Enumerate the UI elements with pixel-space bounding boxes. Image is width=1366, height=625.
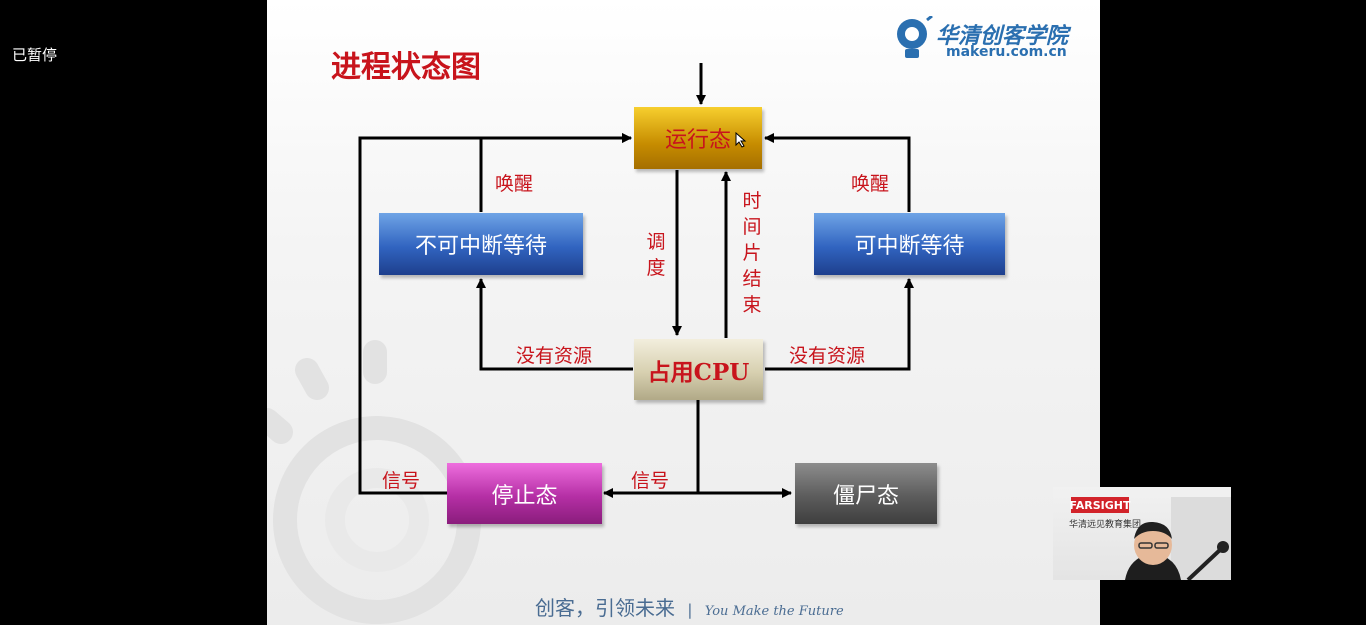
webcam-overlay: FARSIGHT 华清远见教育集团 — [1053, 487, 1231, 580]
label-no-resource-left: 没有资源 — [516, 345, 593, 367]
no-resource-left-arrow — [476, 278, 633, 371]
node-cpu: 占用CPU — [634, 339, 763, 400]
label-signal-center: 信号 — [631, 470, 670, 492]
node-interruptible: 可中断等待 — [814, 213, 1005, 275]
label-wake-left: 唤醒 — [495, 173, 534, 195]
node-stopped: 停止态 — [447, 463, 602, 524]
no-resource-right-arrow — [765, 278, 914, 371]
bulb-icon — [897, 16, 933, 58]
label-schedule: 调度 — [646, 231, 666, 279]
label-timeslice-end: 时间片结束 — [742, 190, 762, 316]
slide-title: 进程状态图 — [331, 50, 481, 85]
webcam-org-text: 华清远见教育集团 — [1069, 520, 1142, 530]
label-no-resource-right: 没有资源 — [789, 345, 866, 367]
presenter-figure — [1125, 497, 1231, 580]
logo-url: makeru.com.cn — [946, 44, 1067, 60]
footer-separator: | — [687, 601, 693, 619]
paused-status: 已暂停 — [12, 46, 58, 64]
wake-right-arrow — [764, 133, 911, 212]
signal-resume-arrow — [358, 133, 632, 495]
node-uninterruptible: 不可中断等待 — [379, 213, 583, 275]
mouse-cursor-icon — [735, 132, 747, 148]
slide: 进程状态图 华清创客学院 makeru.com.cn — [267, 0, 1100, 625]
label-wake-right: 唤醒 — [851, 173, 890, 195]
webcam-brand-logo: FARSIGHT — [1069, 497, 1131, 513]
node-zombie: 僵尸态 — [795, 463, 937, 524]
company-logo: 华清创客学院 makeru.com.cn — [892, 14, 1077, 64]
label-signal-left: 信号 — [382, 470, 421, 492]
logo-name: 华清创客学院 — [936, 24, 1069, 49]
diagram-connectors — [358, 63, 914, 498]
footer-slogan: 创客，引领未来 — [535, 596, 675, 620]
footer-slogan-en: You Make the Future — [704, 604, 844, 619]
slide-footer: 创客，引领未来 | You Make the Future — [535, 592, 844, 621]
